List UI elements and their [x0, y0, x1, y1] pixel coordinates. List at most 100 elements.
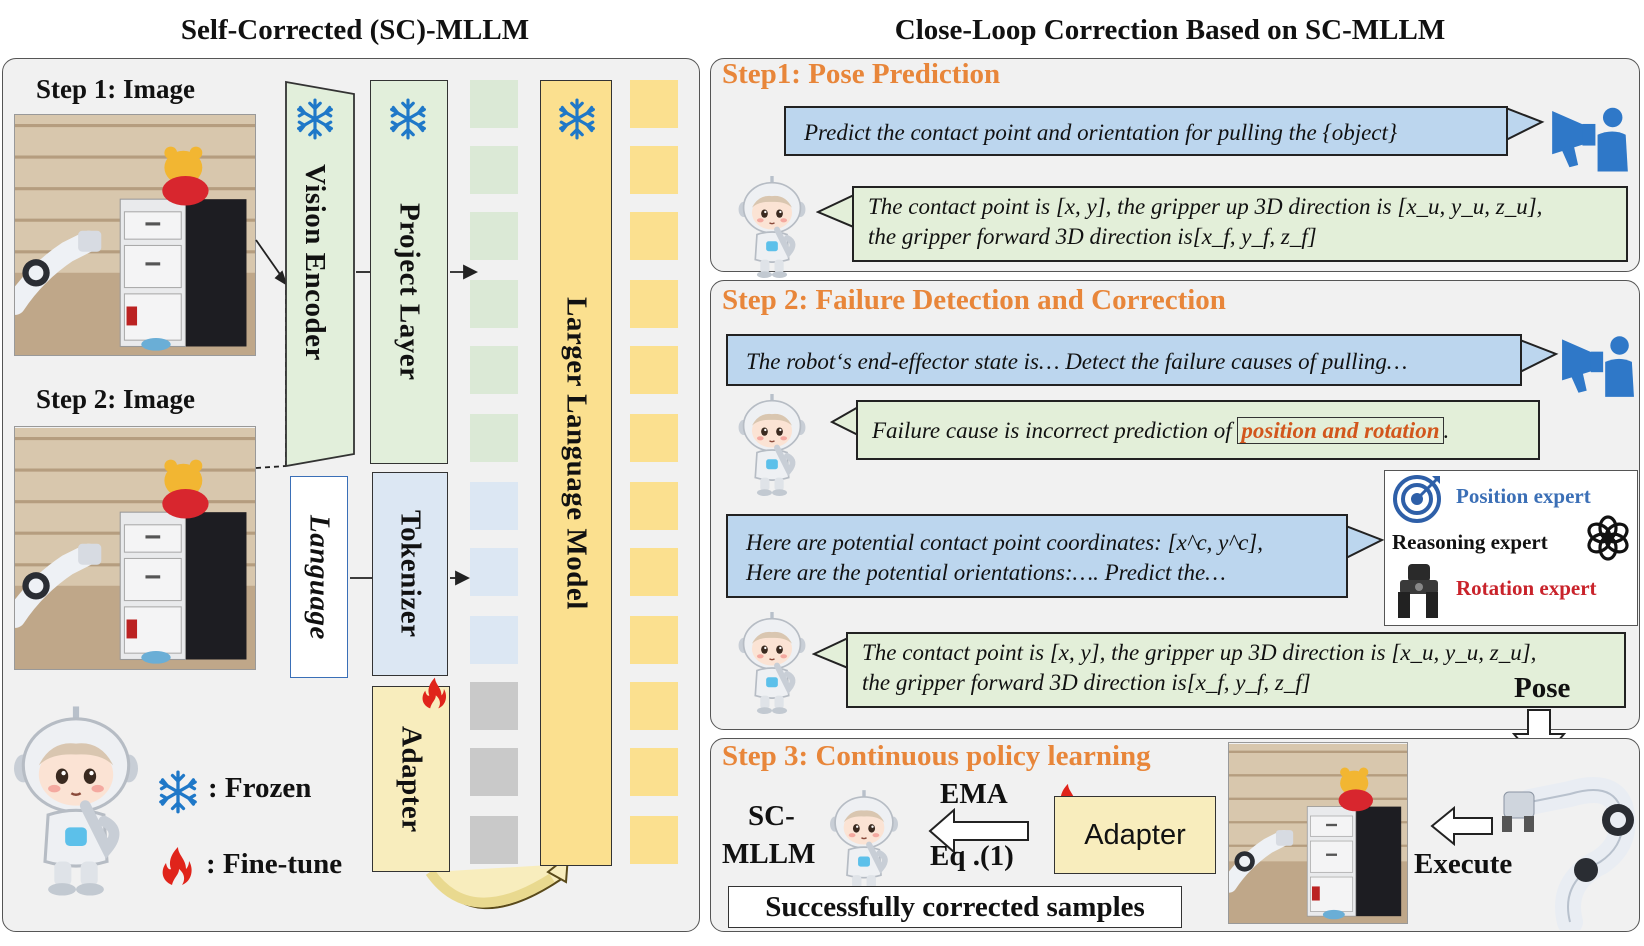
tokenizer-box: Tokenizer	[372, 472, 448, 676]
output-token	[630, 414, 678, 462]
robot-arm-icon	[1502, 777, 1636, 930]
step2-image	[14, 426, 256, 670]
adapter-box: Adapter	[372, 686, 450, 872]
step2-hint-line1: Here are potential contact point coordin…	[746, 530, 1263, 555]
execute-left-arrow	[1430, 806, 1493, 846]
step1-title: Step1: Pose Prediction	[722, 58, 1001, 90]
legend-frozen: : Frozen	[208, 772, 312, 804]
step3-robot-mascot-icon	[830, 790, 898, 899]
text-token	[470, 548, 518, 596]
llm-label: Larger Language Model	[560, 296, 593, 610]
adapter-token	[470, 748, 518, 796]
step1-robot-mascot-icon	[738, 176, 806, 283]
output-token	[630, 280, 678, 328]
output-token	[630, 548, 678, 596]
adapter-token	[470, 816, 518, 864]
expert-position: Position expert	[1456, 484, 1591, 508]
samples-box: Successfully corrected samples	[728, 886, 1182, 928]
step2-robot-mascot-icon-b	[738, 612, 806, 719]
step3-title: Step 3: Continuous policy learning	[722, 740, 1151, 772]
samples-label: Successfully corrected samples	[765, 890, 1145, 923]
llm-snowflake-icon	[556, 98, 598, 145]
text-token	[470, 482, 518, 530]
output-token	[630, 146, 678, 194]
step2-response-bubble: The contact point is [x, y], the gripper…	[846, 632, 1626, 708]
vision-encoder-snowflake-icon	[294, 98, 336, 145]
project-layer-box: Project Layer	[370, 80, 448, 464]
pose-label: Pose	[1514, 672, 1571, 704]
output-token	[630, 682, 678, 730]
step2-prompt-bubble: The robot‘s end-effector state is… Detec…	[726, 334, 1522, 386]
step1-megaphone-user-icon	[1550, 102, 1630, 179]
step2-hint-bubble: Here are potential contact point coordin…	[726, 514, 1348, 598]
failure-suffix: .	[1443, 418, 1450, 443]
step1-response-line1: The contact point is [x, y], the gripper…	[868, 194, 1543, 219]
text-token	[470, 616, 518, 664]
sc-mllm-label-line2: MLLM	[722, 838, 816, 870]
adapter-flame-icon	[418, 676, 452, 715]
eq-label: Eq .(1)	[930, 840, 1014, 872]
output-token	[630, 616, 678, 664]
visual-token	[470, 146, 518, 194]
target-icon	[1393, 475, 1441, 523]
output-token	[630, 346, 678, 394]
project-layer-snowflake-icon	[387, 98, 429, 145]
step3-execution-image	[1228, 742, 1408, 924]
output-token	[630, 748, 678, 796]
step2-hint-line2: Here are the potential orientations:…. P…	[746, 560, 1226, 585]
ema-label: EMA	[940, 778, 1008, 810]
step1-image-label: Step 1: Image	[36, 74, 195, 104]
language-box: Language	[290, 476, 348, 678]
step3-adapter-label: Adapter	[1084, 818, 1186, 851]
failure-prefix: Failure cause is incorrect prediction of	[872, 418, 1232, 443]
sc-mllm-label-line1: SC-	[748, 800, 795, 832]
step1-response-pointer	[816, 192, 856, 230]
output-token	[630, 212, 678, 260]
step2-response-line2: the gripper forward 3D direction is[x_f,…	[862, 670, 1311, 695]
step2-hint-pointer	[1346, 524, 1385, 560]
step1-response-line2: the gripper forward 3D direction is[x_f,…	[868, 224, 1317, 249]
robot-mascot-icon	[14, 706, 138, 901]
project-layer-label: Project Layer	[393, 203, 426, 381]
step2-image-label: Step 2: Image	[36, 384, 195, 414]
adapter-token	[470, 682, 518, 730]
visual-token	[470, 212, 518, 260]
adapter-label: Adapter	[395, 725, 428, 833]
step2-title: Step 2: Failure Detection and Correction	[722, 284, 1226, 316]
step1-response-bubble: The contact point is [x, y], the gripper…	[852, 186, 1628, 262]
step2-robot-mascot-icon-a	[738, 394, 806, 501]
step1-prompt-pointer	[1506, 106, 1545, 142]
visual-token	[470, 80, 518, 128]
expert-rotation: Rotation expert	[1456, 576, 1597, 600]
llm-box: Larger Language Model	[540, 80, 612, 866]
step2-prompt-text: The robot‘s end-effector state is… Detec…	[746, 349, 1408, 374]
right-column-title: Close-Loop Correction Based on SC-MLLM	[894, 14, 1446, 46]
output-token	[630, 482, 678, 530]
finetune-flame-icon	[158, 844, 198, 893]
left-connectors	[255, 239, 570, 910]
vision-encoder-shape	[285, 80, 355, 468]
step1-image	[14, 114, 256, 356]
step2-failure-bubble: Failure cause is incorrect prediction of…	[856, 400, 1540, 460]
ema-left-arrow	[928, 808, 1029, 854]
visual-token	[470, 414, 518, 462]
step2-failure-text: Failure cause is incorrect prediction of…	[858, 402, 1538, 460]
legend-finetune: : Fine-tune	[206, 848, 343, 880]
visual-token	[470, 280, 518, 328]
step2-response-pointer	[812, 636, 848, 670]
step2-megaphone-user-icon	[1560, 330, 1636, 405]
step2-prompt-pointer	[1520, 338, 1559, 374]
step1-prompt-text: Predict the contact point and orientatio…	[804, 120, 1398, 145]
step2-failure-pointer	[830, 404, 860, 438]
vision-encoder-label: Vision Encoder	[299, 164, 331, 361]
output-token	[630, 816, 678, 864]
visual-token	[470, 346, 518, 394]
gripper-icon	[1398, 564, 1438, 618]
tokenizer-label: Tokenizer	[394, 510, 427, 638]
step3-adapter-box: Adapter	[1054, 796, 1216, 874]
step2-response-line1: The contact point is [x, y], the gripper…	[862, 640, 1537, 665]
frozen-snowflake-icon	[156, 770, 200, 819]
left-column-title: Self-Corrected (SC)-MLLM	[180, 14, 530, 46]
language-label: Language	[303, 514, 336, 640]
output-token	[630, 80, 678, 128]
